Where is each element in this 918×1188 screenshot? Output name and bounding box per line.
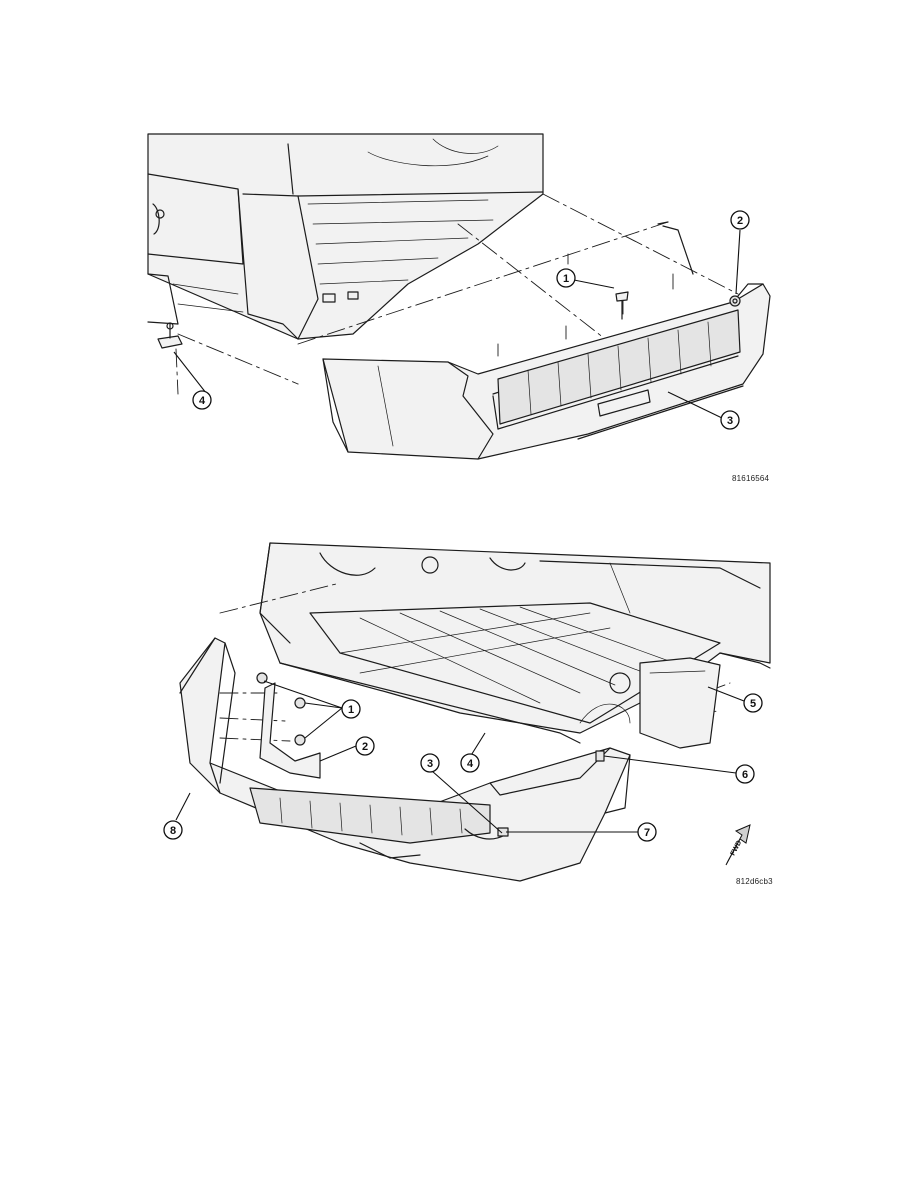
svg-text:2: 2 xyxy=(362,741,368,753)
svg-text:8: 8 xyxy=(170,825,176,837)
svg-text:2: 2 xyxy=(737,215,743,227)
rear-bumper-diagram-top: 1 2 3 4 81616564 xyxy=(147,133,780,484)
sensor-connector xyxy=(595,750,605,762)
callout-leaders xyxy=(175,680,745,834)
svg-text:3: 3 xyxy=(427,758,433,770)
push-pin-fastener xyxy=(615,291,629,320)
svg-text:1: 1 xyxy=(348,704,354,716)
forward-direction-arrow-icon: FWD xyxy=(725,824,751,866)
installation-guide-lines xyxy=(175,193,739,395)
bumper-bracket-fastener xyxy=(157,322,183,349)
callout-leaders xyxy=(173,229,741,419)
vehicle-rear-body xyxy=(147,133,544,340)
rear-bumper-diagram-bottom: 1 2 3 4 5 6 7 8 xyxy=(160,542,780,893)
figure-reference-code: 81616564 xyxy=(732,474,770,483)
svg-text:4: 4 xyxy=(199,395,206,407)
callout-5: 5 xyxy=(743,693,763,713)
callout-4: 4 xyxy=(192,390,212,410)
callout-1: 1 xyxy=(341,699,361,719)
svg-text:6: 6 xyxy=(742,769,748,781)
fascia-inner-panel xyxy=(259,682,321,779)
callout-2: 2 xyxy=(730,210,750,230)
svg-text:FWD: FWD xyxy=(730,840,744,857)
callout-4: 4 xyxy=(460,753,480,773)
callout-3: 3 xyxy=(720,410,740,430)
side-bracket xyxy=(639,657,721,749)
rear-bumper-fascia xyxy=(179,637,631,882)
fastener-nuts xyxy=(256,672,306,746)
rear-bumper-fascia xyxy=(322,221,771,460)
callout-2: 2 xyxy=(355,736,375,756)
svg-text:3: 3 xyxy=(727,415,733,427)
svg-text:1: 1 xyxy=(563,273,569,285)
callout-8: 8 xyxy=(163,820,183,840)
callout-1: 1 xyxy=(556,268,576,288)
callout-3: 3 xyxy=(420,753,440,773)
figure-reference-code: 812d6cb3 xyxy=(736,877,773,886)
svg-text:5: 5 xyxy=(750,698,756,710)
bottom-diagram-art: 1 2 3 4 5 6 7 8 xyxy=(163,542,771,882)
callout-7: 7 xyxy=(637,822,657,842)
svg-text:4: 4 xyxy=(467,758,474,770)
callout-6: 6 xyxy=(735,764,755,784)
nut-fastener xyxy=(729,295,741,307)
svg-text:7: 7 xyxy=(644,827,650,839)
top-diagram-art: 1 2 3 4 xyxy=(147,133,771,460)
